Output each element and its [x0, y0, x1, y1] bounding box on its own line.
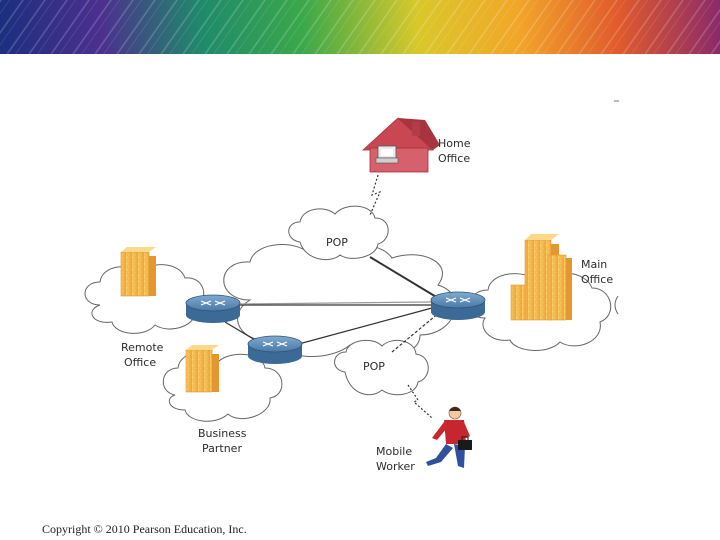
business-partner-label-line2: Partner [202, 442, 242, 455]
remote-office-building [120, 247, 156, 297]
main-office-buildings [510, 234, 572, 321]
pop-cloud-bottom [334, 339, 429, 396]
business-partner-label-line1: Business [198, 427, 247, 440]
router-main [430, 291, 486, 320]
home-office-house [361, 117, 440, 173]
copyright-footer: Copyright © 2010 Pearson Education, Inc. [42, 522, 247, 536]
main-office-label-line2: Office [581, 273, 613, 286]
link-remote-partner [224, 321, 256, 341]
mobile-worker-label-line2: Worker [376, 460, 415, 473]
pop-top-label: POP [326, 236, 348, 249]
router-partner [247, 335, 303, 364]
pop-bottom-label: POP [363, 360, 385, 373]
edge-arc [614, 295, 619, 315]
mobile-worker-figure [426, 406, 472, 468]
link-partner-main [294, 307, 433, 346]
dial-link-mobile [407, 384, 433, 419]
home-office-label-line2: Office [438, 152, 470, 165]
main-office-label-line1: Main [581, 258, 607, 271]
link-pop-main [369, 256, 439, 299]
title-banner [0, 0, 720, 54]
remote-office-cloud [84, 264, 205, 334]
home-office-label-line1: Home [438, 137, 471, 150]
link-pop2-main [391, 311, 441, 353]
business-partner-building [185, 345, 219, 393]
link-remote-main-shadow [239, 301, 433, 305]
mobile-worker-label-line1: Mobile [376, 445, 412, 458]
pop-cloud-top [288, 205, 389, 261]
remote-office-label-line1: Remote [121, 341, 164, 354]
remote-office-label-line2: Office [124, 356, 156, 369]
dial-link-home [369, 174, 382, 216]
router-remote [185, 294, 241, 323]
